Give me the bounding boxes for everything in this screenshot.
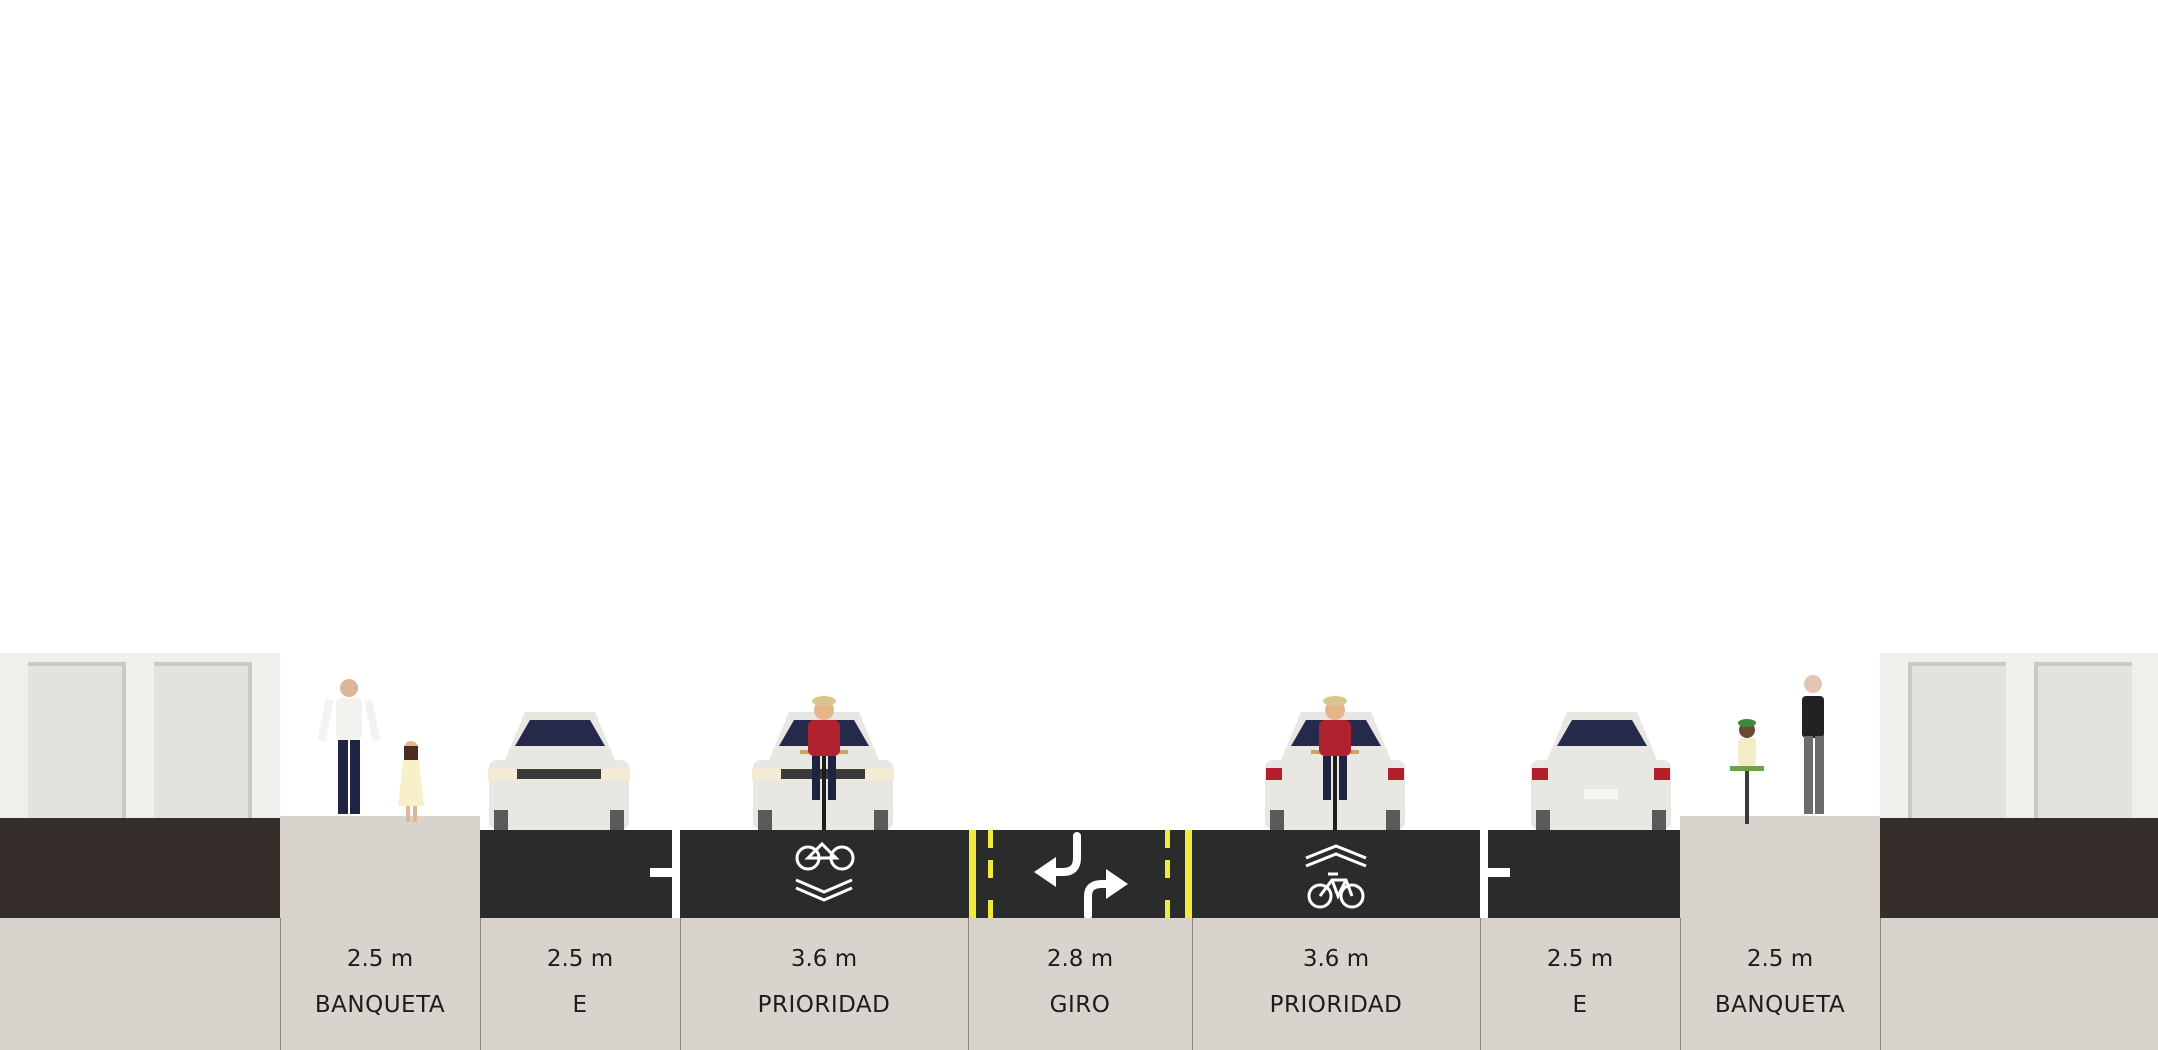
- center-lane-markings: [969, 830, 1192, 918]
- segment-width: 2.8 m: [1046, 946, 1114, 972]
- segment-divider: [968, 918, 969, 1050]
- sidewalk-right: [1680, 816, 1880, 918]
- pedestrian-icon: [317, 679, 381, 814]
- bike-priority-icon: [1305, 844, 1367, 909]
- bike-priority-icon: [795, 841, 855, 902]
- car-icon: [488, 712, 630, 830]
- segment-e-right: 2.5 m E: [1480, 918, 1680, 1050]
- segment-width: 2.5 m: [1546, 946, 1614, 972]
- segment-name: E: [572, 992, 588, 1018]
- segment-divider: [480, 918, 481, 1050]
- segment-name: GIRO: [1049, 992, 1111, 1018]
- segment-banqueta-left: 2.5 m BANQUETA: [280, 918, 480, 1050]
- segment-width: 2.5 m: [346, 946, 414, 972]
- segment-banqueta-right: 2.5 m BANQUETA: [1680, 918, 1880, 1050]
- car-icon: [1531, 712, 1671, 830]
- segment-divider: [1680, 918, 1681, 1050]
- lane-line: [1480, 830, 1488, 918]
- segment-labels-band: [0, 918, 2158, 1050]
- segment-prioridad-right: 3.6 m PRIORIDAD: [1192, 918, 1480, 1050]
- segment-e-left: 2.5 m E: [480, 918, 680, 1050]
- segment-width: 2.5 m: [546, 946, 614, 972]
- segment-divider: [1480, 918, 1481, 1050]
- lane-line: [672, 830, 680, 918]
- segment-name: PRIORIDAD: [757, 992, 891, 1018]
- turn-arrows-icon: [1048, 832, 1116, 920]
- segment-name: E: [1572, 992, 1588, 1018]
- segment-divider: [280, 918, 281, 1050]
- segment-divider: [1880, 918, 1881, 1050]
- segment-name: PRIORIDAD: [1269, 992, 1403, 1018]
- segment-width: 3.6 m: [790, 946, 858, 972]
- segment-prioridad-left: 3.6 m PRIORIDAD: [680, 918, 968, 1050]
- segment-divider: [1192, 918, 1193, 1050]
- segment-width: 2.5 m: [1746, 946, 1814, 972]
- pedestrian-icon: [398, 741, 424, 822]
- cyclist-icon: [1730, 719, 1764, 824]
- segment-name: BANQUETA: [314, 992, 446, 1018]
- segment-width: 3.6 m: [1302, 946, 1370, 972]
- segment-divider: [680, 918, 681, 1050]
- segment-name: BANQUETA: [1714, 992, 1846, 1018]
- pedestrian-icon: [1802, 675, 1824, 814]
- segment-giro: 2.8 m GIRO: [968, 918, 1192, 1050]
- cyclist-icon: [800, 696, 848, 830]
- building-left: [0, 653, 280, 918]
- building-right: [1880, 653, 2158, 918]
- sidewalk-left: [280, 816, 480, 918]
- cyclist-icon: [1311, 696, 1359, 830]
